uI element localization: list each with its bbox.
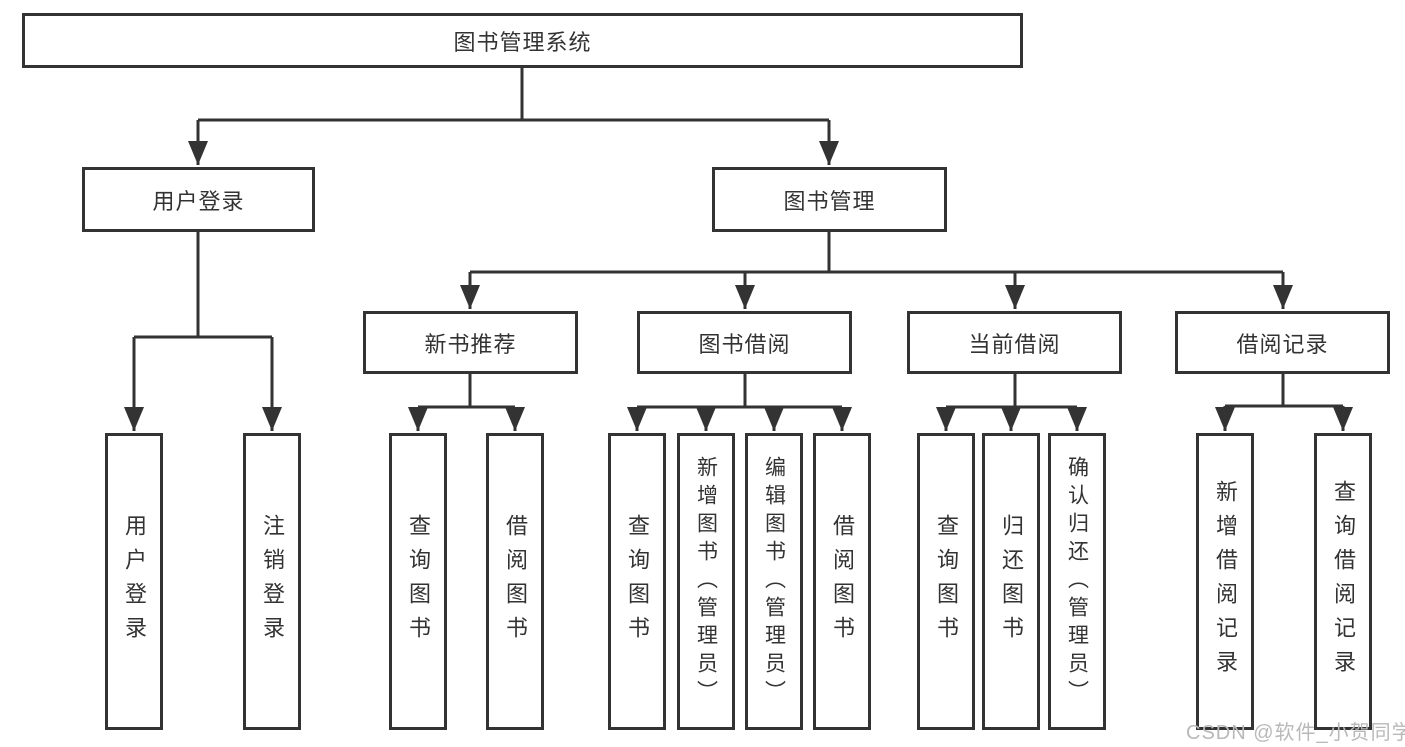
watermark: CSDN @软件_小贺同学 bbox=[1186, 722, 1405, 744]
leaf-label: 借阅图书 bbox=[830, 513, 855, 650]
node-user-login-branch: 用户登录 bbox=[82, 167, 315, 232]
node-label: 新书推荐 bbox=[424, 331, 517, 357]
node-label: 当前借阅 bbox=[968, 331, 1061, 357]
leaf-edit-books-admin: 编辑图书（管理员） bbox=[745, 433, 803, 730]
leaf-add-books-admin: 新增图书（管理员） bbox=[677, 433, 735, 730]
leaf-label: 确认归还（管理员） bbox=[1065, 455, 1089, 708]
leaf-label: 新增图书（管理员） bbox=[694, 455, 718, 708]
node-new-book-recommend: 新书推荐 bbox=[363, 311, 578, 374]
connector-borrow-records-leaves bbox=[1215, 373, 1353, 431]
node-book-management: 图书管理 bbox=[712, 167, 947, 232]
leaf-label: 注销登录 bbox=[260, 513, 285, 650]
node-label: 图书管理系统 bbox=[453, 29, 592, 55]
leaf-label: 用户登录 bbox=[122, 513, 147, 650]
leaf-label: 编辑图书（管理员） bbox=[762, 455, 786, 708]
leaf-label: 查询图书 bbox=[406, 513, 431, 650]
node-label: 图书管理 bbox=[783, 188, 876, 214]
leaf-label: 新增借阅记录 bbox=[1213, 479, 1238, 684]
leaf-query-books-recommend: 查询图书 bbox=[389, 433, 447, 730]
leaf-confirm-return-admin: 确认归还（管理员） bbox=[1048, 433, 1106, 730]
leaf-label: 借阅图书 bbox=[503, 513, 528, 650]
node-label: 图书借阅 bbox=[698, 331, 791, 357]
connector-user-login-leaves bbox=[124, 231, 282, 431]
connector-current-borrow-leaves bbox=[936, 373, 1087, 431]
leaf-label: 查询图书 bbox=[934, 513, 959, 650]
connector-book-mgmt-to-level3 bbox=[460, 231, 1293, 309]
leaf-return-books: 归还图书 bbox=[982, 433, 1040, 730]
node-book-borrow: 图书借阅 bbox=[637, 311, 852, 374]
leaf-label: 查询借阅记录 bbox=[1331, 479, 1356, 684]
leaf-add-borrow-record: 新增借阅记录 bbox=[1196, 433, 1254, 730]
leaf-query-books-current: 查询图书 bbox=[917, 433, 975, 730]
leaf-borrow-books: 借阅图书 bbox=[813, 433, 871, 730]
connector-new-book-leaves bbox=[408, 373, 525, 431]
node-library-system: 图书管理系统 bbox=[22, 13, 1023, 68]
node-current-borrow: 当前借阅 bbox=[907, 311, 1122, 374]
node-borrow-records: 借阅记录 bbox=[1175, 311, 1390, 374]
node-label: 用户登录 bbox=[152, 188, 245, 214]
leaf-label: 归还图书 bbox=[999, 513, 1024, 650]
leaf-user-login: 用户登录 bbox=[105, 433, 163, 730]
leaf-query-borrow-record: 查询借阅记录 bbox=[1314, 433, 1372, 730]
node-label: 借阅记录 bbox=[1236, 331, 1329, 357]
leaf-borrow-books-recommend: 借阅图书 bbox=[486, 433, 544, 730]
connector-root-to-level2 bbox=[188, 67, 839, 165]
connector-book-borrow-leaves bbox=[627, 373, 852, 431]
leaf-query-books-borrow: 查询图书 bbox=[608, 433, 666, 730]
leaf-label: 查询图书 bbox=[625, 513, 650, 650]
leaf-logout: 注销登录 bbox=[243, 433, 301, 730]
